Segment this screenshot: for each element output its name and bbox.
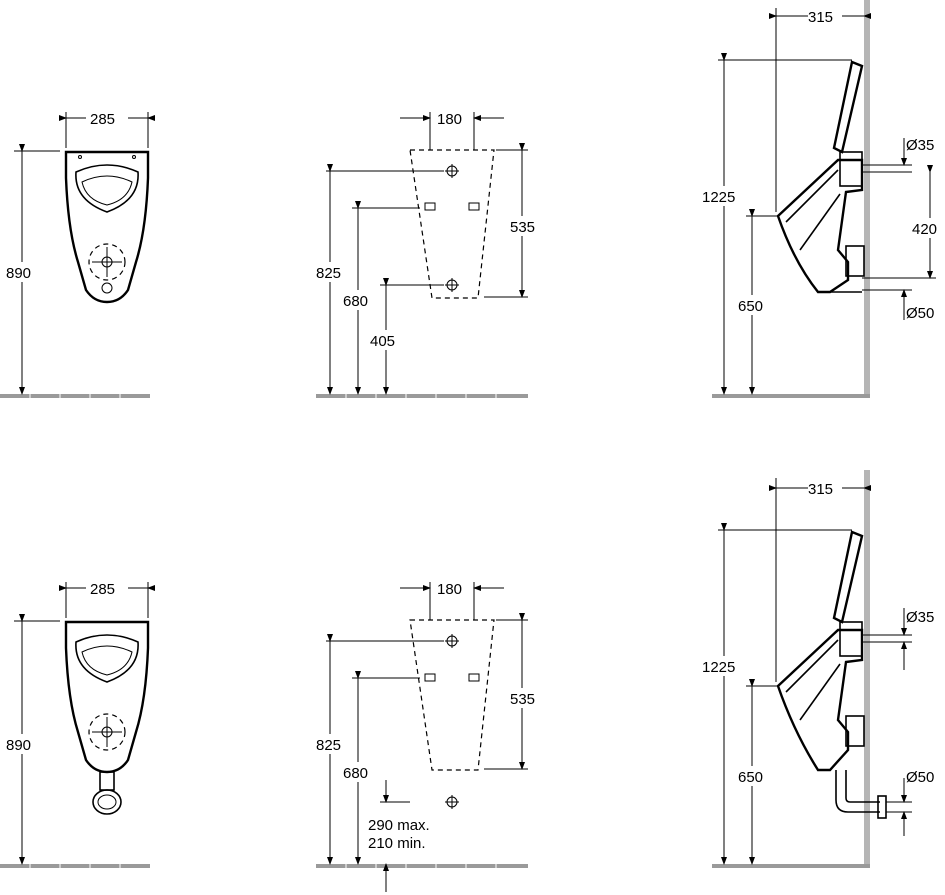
min-height-label: 210 min. bbox=[368, 835, 426, 852]
height-dimension: 890 bbox=[6, 737, 31, 754]
height-680-dimension: 680 bbox=[343, 293, 368, 310]
width-dimension: 285 bbox=[90, 581, 115, 598]
diameter-50-label: Ø50 bbox=[906, 305, 934, 322]
width-dimension: 180 bbox=[437, 581, 462, 598]
bottom-side-view: 315 1225 650 Ø35 Ø50 bbox=[700, 470, 934, 868]
bottom-mounting-view: 180 825 680 290 max. 210 min. 535 bbox=[314, 581, 544, 892]
mounting-outline bbox=[409, 619, 495, 771]
siphon-trap bbox=[835, 770, 887, 819]
height-650-dimension: 650 bbox=[738, 769, 763, 786]
max-height-label: 290 max. bbox=[368, 817, 430, 834]
urinal-front-outline bbox=[64, 620, 150, 815]
floor-line bbox=[712, 864, 870, 868]
urinal-side-outline bbox=[776, 530, 887, 819]
floor-line bbox=[316, 864, 528, 868]
depth-dimension: 315 bbox=[808, 481, 833, 498]
height-825-dimension: 825 bbox=[316, 265, 341, 282]
width-dimension: 285 bbox=[90, 111, 115, 128]
diameter-35-label: Ø35 bbox=[906, 137, 934, 154]
height-680-dimension: 680 bbox=[343, 765, 368, 782]
urinal-front-outline bbox=[64, 150, 150, 304]
top-side-view: 315 1225 650 Ø35 420 Ø50 bbox=[700, 0, 945, 398]
mounting-outline bbox=[409, 149, 495, 299]
height-1225-dimension: 1225 bbox=[702, 189, 735, 206]
height-405-dimension: 405 bbox=[370, 333, 395, 350]
floor-line bbox=[316, 394, 528, 398]
height-825-dimension: 825 bbox=[316, 737, 341, 754]
diameter-35-label: Ø35 bbox=[906, 609, 934, 626]
urinal-side-outline bbox=[776, 60, 865, 294]
height-dimension: 890 bbox=[6, 265, 31, 282]
depth-dimension: 315 bbox=[808, 9, 833, 26]
floor-line bbox=[712, 394, 870, 398]
height-1225-dimension: 1225 bbox=[702, 659, 735, 676]
mounting-points bbox=[424, 164, 480, 292]
height-420-dimension: 420 bbox=[912, 221, 937, 238]
bottom-front-view: 285 890 bbox=[0, 581, 155, 868]
mounting-points bbox=[424, 634, 480, 809]
width-dimension: 180 bbox=[437, 111, 462, 128]
top-front-view: 285 890 bbox=[0, 111, 155, 398]
height-650-dimension: 650 bbox=[738, 298, 763, 315]
floor-line bbox=[0, 864, 150, 868]
height-535-dimension: 535 bbox=[510, 691, 535, 708]
top-mounting-view: 180 825 680 405 535 bbox=[314, 111, 544, 398]
wall bbox=[864, 0, 870, 398]
diameter-50-label: Ø50 bbox=[906, 769, 934, 786]
siphon-trap bbox=[92, 771, 122, 815]
wall bbox=[864, 470, 870, 868]
height-535-dimension: 535 bbox=[510, 219, 535, 236]
floor-line bbox=[0, 394, 150, 398]
